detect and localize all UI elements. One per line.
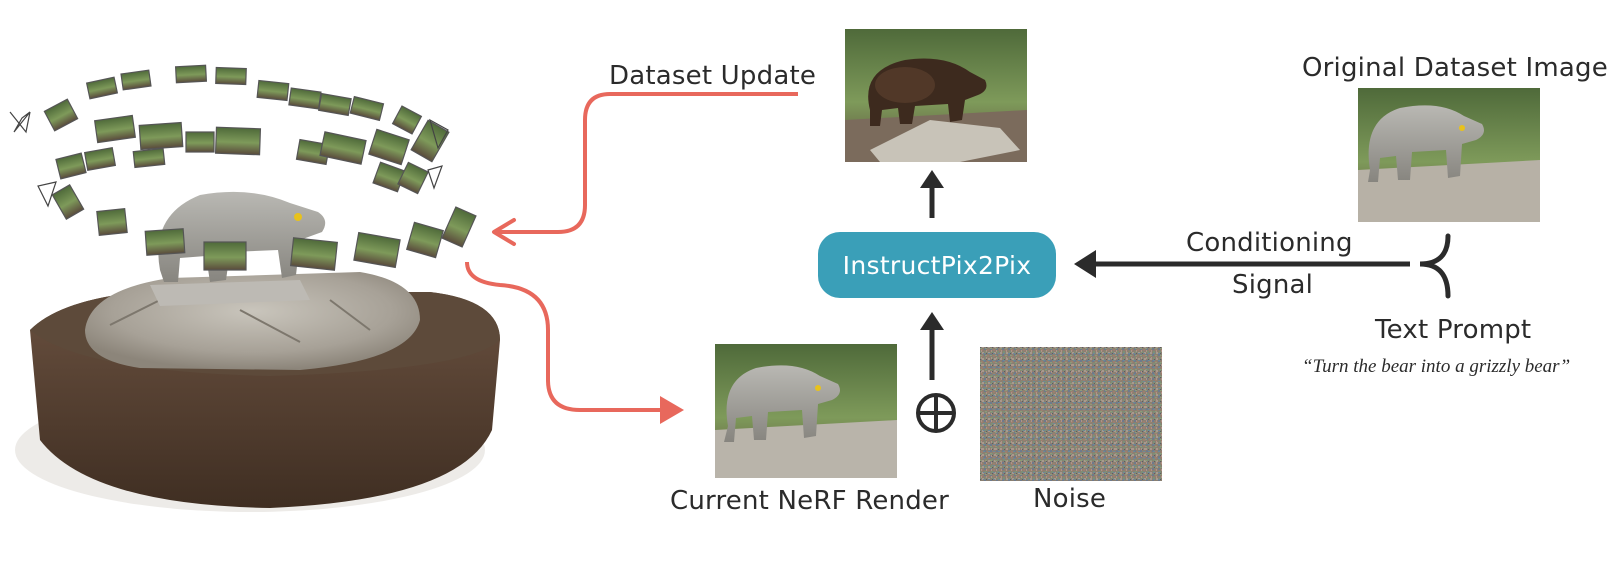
original-dataset-image-label: Original Dataset Image	[1302, 53, 1608, 83]
dataset-update-label: Dataset Update	[609, 61, 817, 91]
edited-image	[845, 29, 1027, 162]
noise-label: Noise	[1033, 484, 1107, 514]
conditioning-label: Conditioning	[1186, 228, 1353, 258]
nerf-scene	[15, 191, 500, 512]
bear-statue	[158, 191, 326, 282]
original-image	[1358, 88, 1540, 222]
render-arrow	[465, 261, 670, 412]
noise-image	[980, 347, 1162, 481]
instructpix2pix-box: InstructPix2Pix	[818, 232, 1056, 298]
dataset-update-arrow	[498, 92, 798, 234]
pedestal	[150, 280, 310, 306]
nerf-render-image	[715, 344, 897, 478]
plus-icon	[916, 393, 956, 433]
text-prompt-label: Text Prompt	[1375, 315, 1532, 345]
current-render-label: Current NeRF Render	[670, 486, 950, 516]
camera-frustums	[9, 111, 449, 208]
bear-eye	[294, 213, 302, 221]
signal-label: Signal	[1232, 270, 1314, 300]
camera-ring	[43, 64, 477, 271]
prompt-text: “Turn the bear into a grizzly bear”	[1302, 356, 1571, 377]
render-arrow-head	[660, 396, 684, 424]
merge-brace	[1419, 233, 1451, 299]
